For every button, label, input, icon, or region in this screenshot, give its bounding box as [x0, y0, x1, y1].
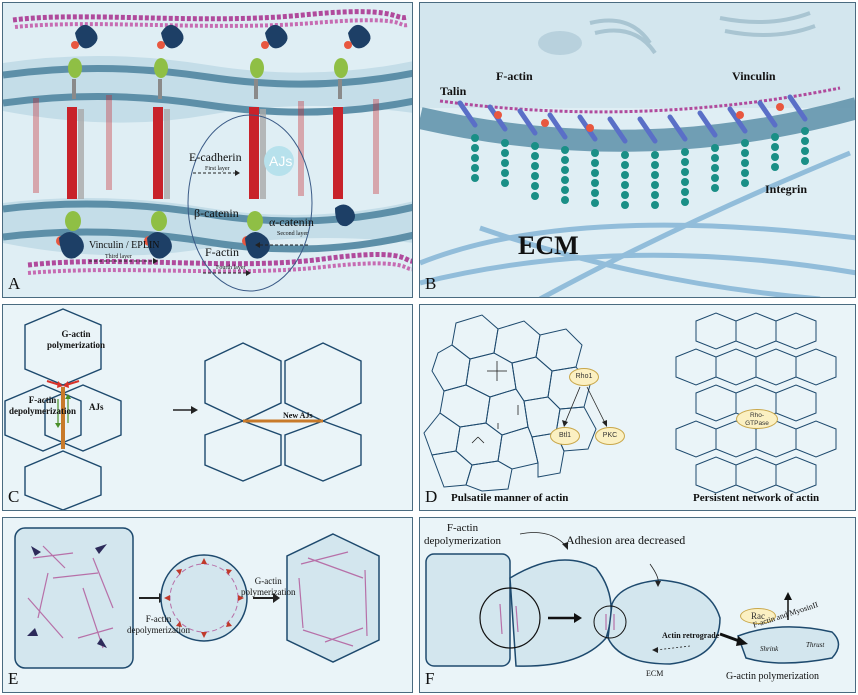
f-actin-label: F-actin: [205, 245, 239, 259]
g-actin-polymerization-label: G-actin polymerization: [726, 671, 820, 682]
junction-complex: [144, 24, 184, 259]
junction-complex: [242, 24, 288, 259]
second-layer-label: Second layer: [277, 231, 309, 237]
panel-f: F-actin depolymerization Adhesion area d…: [419, 517, 856, 693]
ecm-label: ECM: [646, 669, 664, 678]
f-actin-line1: F-actin: [28, 395, 57, 405]
vinculin-eplin-label: Vinculin / EPLIN: [89, 240, 160, 251]
integrin-label: Integrin: [765, 182, 807, 196]
persistent-caption: Persistent network of actin: [693, 492, 820, 504]
ajs-circle: [264, 146, 294, 176]
panel-b-letter: B: [425, 274, 437, 293]
panel-d: Rho1 Btl1 PKC Rho- GTPase Pulsatile mann…: [419, 304, 856, 511]
vinculin-label: Vinculin: [732, 69, 776, 83]
panel-c: G-actin polymerization F-actin depolymer…: [2, 304, 413, 511]
g-actin-line2: polymerization: [47, 340, 105, 350]
cell-outline: [160, 554, 248, 642]
arrow-icon: [655, 645, 691, 651]
rho1-node: Rho1: [569, 368, 599, 386]
first-layer-label: First layer: [205, 166, 230, 172]
panel-a-letter: A: [8, 274, 21, 293]
e-g-actin-line2: polymerization: [241, 587, 296, 597]
actin-network-hexagons: [423, 312, 837, 494]
btl1-node: Btl1: [550, 427, 580, 445]
e-f-actin-line1: F-actin: [145, 614, 172, 624]
rho-gtpase-node: Rho- GTPase: [736, 409, 778, 429]
focal-adhesion-illustration: [420, 3, 855, 297]
new-ajs-label: New AJs: [283, 411, 313, 420]
adhesion-area-decreased-label: Adhesion area decreased: [566, 533, 686, 547]
panel-e-letter: E: [8, 669, 19, 688]
fourth-layer-label: Fourth layer: [216, 265, 246, 271]
arrow-icon: [471, 361, 519, 444]
cell-migration-illustration: [425, 532, 840, 667]
thrust-label: Thrust: [806, 641, 825, 649]
cell-outline: [425, 553, 511, 667]
bottom-f-actin: [27, 251, 412, 275]
ajs-label: AJs: [269, 153, 293, 169]
circle-highlight-icon: [593, 605, 627, 639]
pulsatile-caption: Pulsatile manner of actin: [451, 492, 569, 504]
f-actin-depolymerization-label: F-actin depolymerization: [127, 614, 190, 636]
panel-d-letter: D: [425, 487, 438, 506]
ajs-label: AJs: [89, 402, 104, 412]
junction-complex: [333, 24, 371, 227]
cell-outline: [14, 527, 134, 669]
ecm-fibers: [420, 150, 855, 297]
panel-c-letter: C: [8, 487, 20, 506]
junction-remodeling-hexagons: [4, 308, 362, 510]
cell-outline: [509, 559, 612, 667]
panel-f-letter: F: [425, 669, 435, 688]
e-cadherin-label: E-cadherin: [189, 150, 242, 164]
f-actin-line2: depolymerization: [9, 406, 76, 416]
circle-highlight-icon: [479, 587, 541, 649]
hexagon-icon: [4, 308, 362, 510]
hexagon-icon: [675, 312, 837, 494]
panel-b: Talin F-actin Vinculin Integrin ECM B: [419, 2, 856, 298]
highlight-ellipse: [187, 114, 313, 292]
e-g-actin-line1: G-actin: [254, 576, 282, 586]
f-actin-depolymerization-label: F-actin depolymerization: [9, 395, 76, 417]
arrow-icon: [586, 386, 606, 424]
rac-node: Rac: [740, 608, 776, 624]
f-f-actin-line1: F-actin: [446, 522, 479, 534]
panel-a: E-cadherin First layer AJs β-catenin α-c…: [2, 2, 413, 298]
arrow-icon: [564, 386, 581, 424]
junction-complex: [56, 24, 98, 259]
hexagon-icon: [423, 314, 597, 492]
f-actin-depolymerization-label: F-actin depolymerization: [424, 522, 501, 548]
pkc-node: PKC: [595, 427, 625, 445]
cell-outline: [737, 626, 840, 664]
beta-catenin-label: β-catenin: [194, 206, 239, 220]
rho-gtpase-line1: Rho-: [749, 412, 765, 419]
f-f-actin-line2: depolymerization: [424, 535, 501, 547]
g-actin-line1: G-actin: [61, 329, 91, 339]
g-actin-polymerization-label: G-actin polymerization: [241, 576, 295, 598]
actin-retrograde-label: Actin retrograde: [662, 631, 720, 640]
g-actin-polymerization-label: G-actin polymerization: [47, 329, 105, 351]
adherens-junction-illustration: [3, 9, 412, 292]
talin-rods: [457, 94, 808, 144]
f-actin-strand: [439, 86, 841, 114]
top-f-actin: [12, 9, 409, 29]
panel-e: F-actin depolymerization G-actin polymer…: [2, 517, 413, 693]
arrow-icon: [519, 532, 567, 547]
talin-label: Talin: [440, 84, 467, 98]
integrin-chains: [471, 127, 809, 209]
rho-gtpase-line2: GTPase: [745, 420, 769, 427]
ecm-label: ECM: [518, 231, 579, 260]
actin-ring-reorganization: [14, 527, 380, 669]
f-actin-label: F-actin: [496, 69, 533, 83]
cell-outline: [607, 579, 721, 665]
third-layer-label: Third layer: [105, 254, 132, 260]
e-f-actin-line2: depolymerization: [127, 625, 190, 635]
shrink-label: Shrink: [760, 645, 779, 653]
alpha-catenin-label: α-catenin: [269, 215, 314, 229]
